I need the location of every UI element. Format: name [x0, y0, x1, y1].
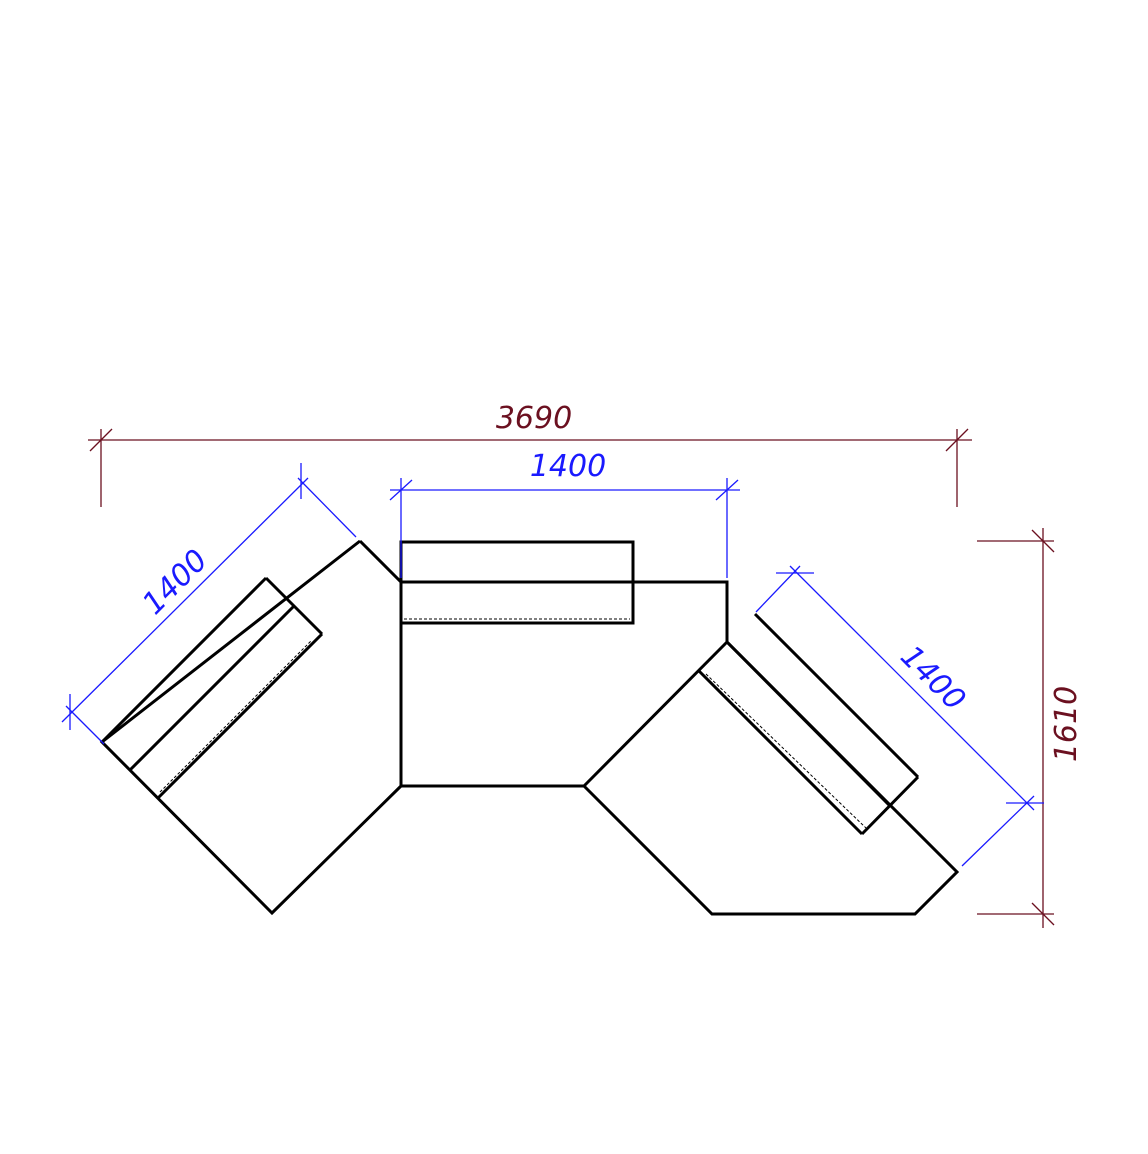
- left-cushion-line-outer: [100, 576, 268, 744]
- overall-height-tick-bottom: [1031, 902, 1055, 926]
- left-width-line: [61, 477, 309, 723]
- center-backrest-rect: [399, 540, 635, 625]
- center-width-dimension: [389, 478, 740, 578]
- overall-height-tick-top: [1031, 529, 1055, 553]
- right-backrest-cushion: [697, 612, 920, 836]
- right-cushion-line-outer: [753, 612, 920, 779]
- overall-width-dimension: [88, 428, 972, 507]
- center-section-body: [358, 539, 729, 642]
- overall-width-label: 3690: [496, 401, 572, 436]
- left-cushion-line-inner: [156, 632, 324, 800]
- right-width-ext-end: [961, 795, 1035, 867]
- left-cushion-dashed-line: [159, 639, 313, 793]
- overall-width-tick-left: [89, 428, 113, 452]
- overall-height-dimension: [977, 528, 1055, 928]
- left-width-dimension: [61, 463, 357, 745]
- left-width-ext-end: [297, 477, 357, 538]
- right-width-label: 1400: [893, 639, 972, 718]
- overall-width-tick-right: [945, 428, 969, 452]
- center-width-label: 1400: [530, 449, 606, 484]
- overall-height-label: 1610: [1049, 686, 1084, 762]
- left-width-ext-start: [65, 705, 105, 745]
- center-width-tick-left: [389, 479, 413, 501]
- left-cushion-line-mid: [128, 604, 296, 772]
- center-section-front: [399, 582, 584, 788]
- right-width-ext-start: [755, 565, 801, 613]
- left-section-body: [99, 539, 403, 916]
- right-width-line: [789, 565, 1035, 811]
- right-cushion-dashed-line: [705, 673, 867, 829]
- left-backrest-cushion: [100, 576, 324, 800]
- center-width-tick-right: [715, 479, 739, 501]
- right-cushion-line-mid: [725, 640, 892, 808]
- right-section-back-edge: [582, 640, 729, 788]
- right-width-dimension: [755, 565, 1044, 867]
- right-cushion-line-inner: [697, 669, 864, 836]
- center-backrest-cushion: [399, 540, 635, 625]
- right-section-body: [582, 640, 960, 916]
